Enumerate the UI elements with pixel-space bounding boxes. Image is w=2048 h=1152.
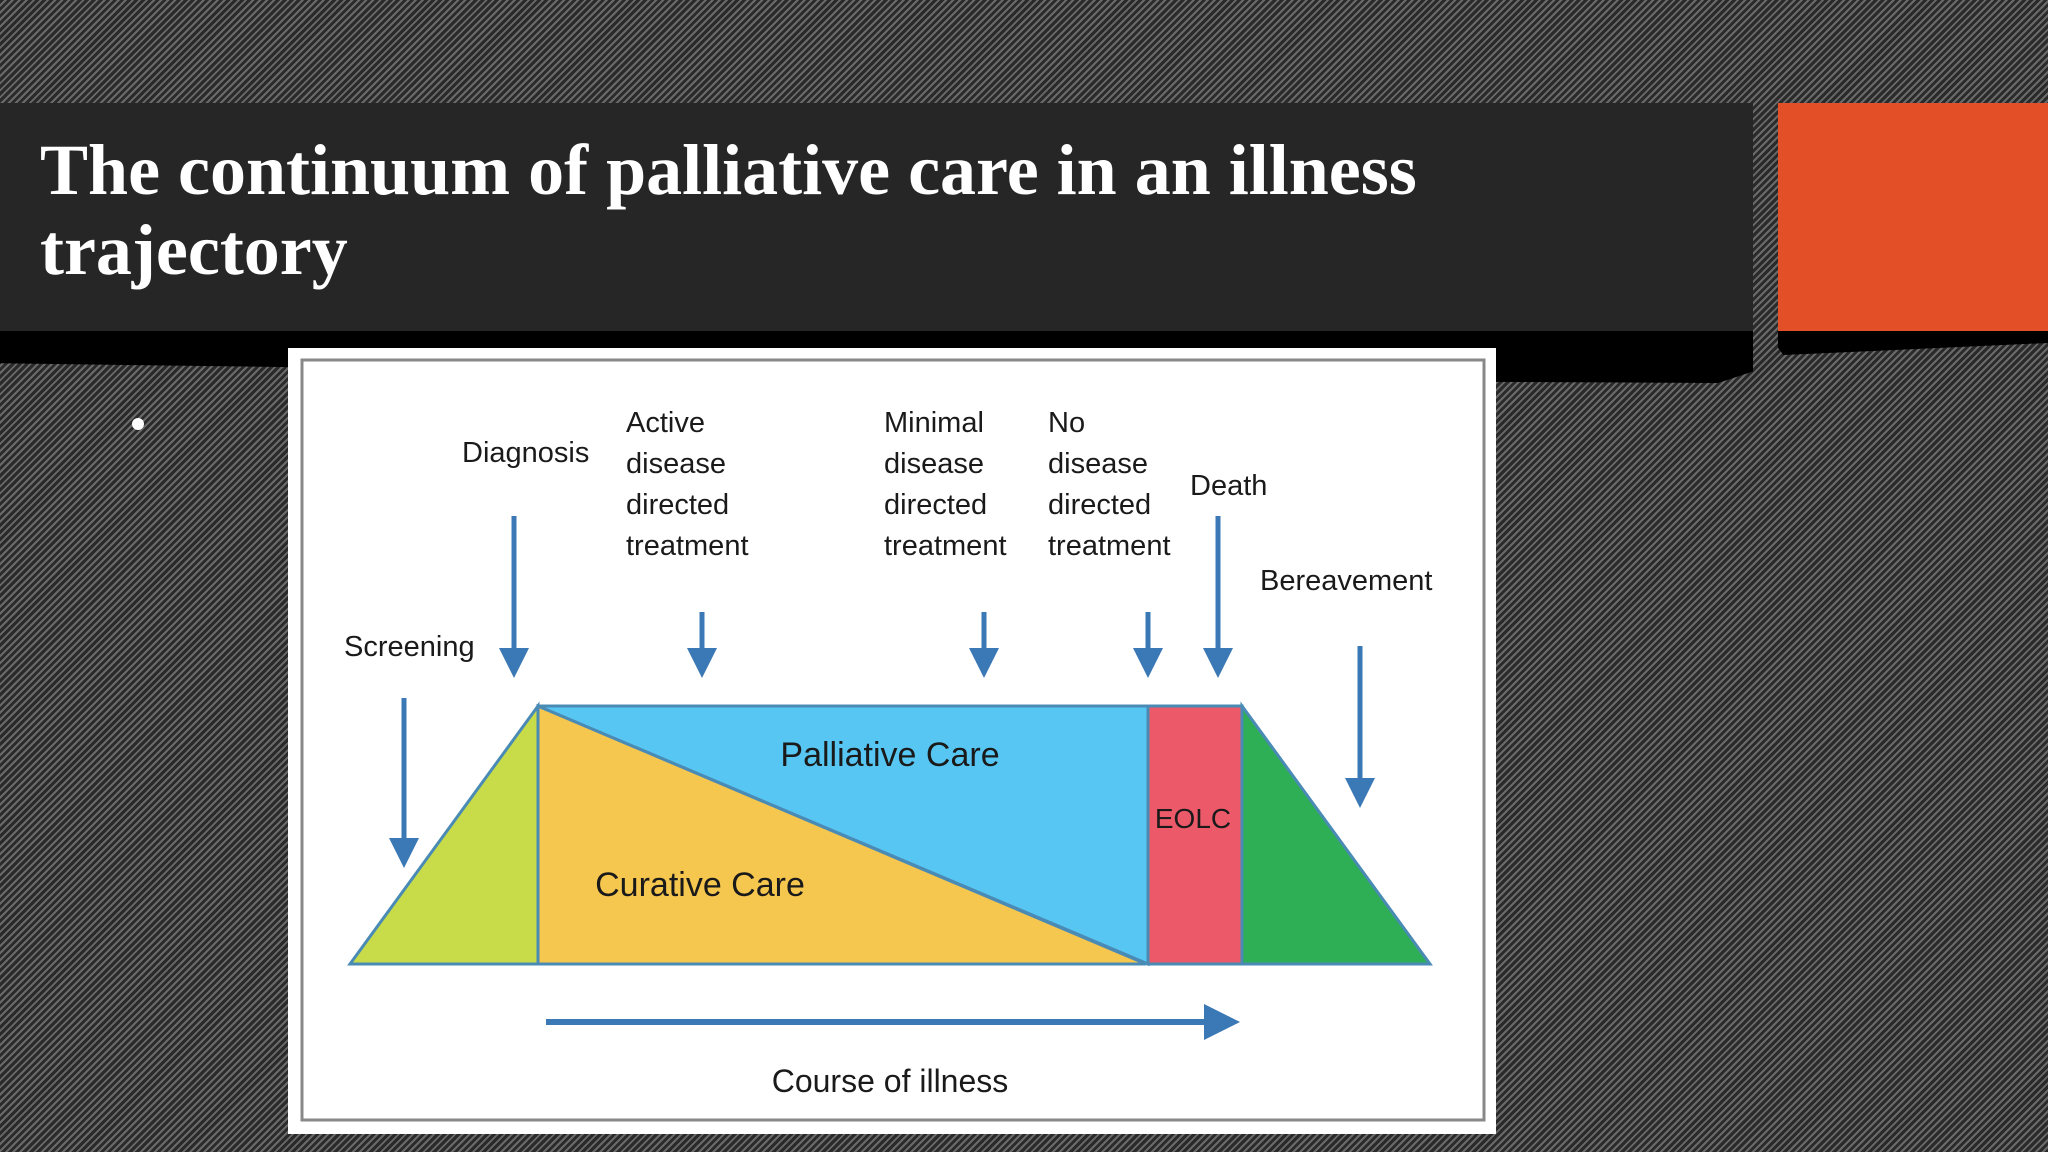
curative-care-label: Curative Care — [595, 866, 805, 904]
minimal-treatment-label-line2: disease — [884, 448, 984, 480]
bullet-dot — [132, 418, 144, 430]
no-treatment-label-line3: directed — [1048, 489, 1151, 521]
active-treatment-label-line2: disease — [626, 448, 726, 480]
accent-block — [1778, 103, 2048, 331]
title-bar — [0, 103, 1753, 331]
eolc-label: EOLC — [1155, 803, 1231, 834]
active-treatment-label-line3: directed — [626, 489, 729, 521]
active-treatment-label-line4: treatment — [626, 530, 749, 562]
bereavement-label: Bereavement — [1260, 565, 1433, 597]
no-treatment-label-line2: disease — [1048, 448, 1148, 480]
minimal-treatment-label-line4: treatment — [884, 530, 1007, 562]
eolc-region — [1146, 704, 1244, 966]
screening-region — [347, 701, 540, 966]
diagram-frame: Palliative Care Curative Care EOLC Cours… — [288, 348, 1496, 1134]
palliative-care-diagram: Palliative Care Curative Care EOLC Cours… — [300, 358, 1486, 1122]
minimal-treatment-label-line3: directed — [884, 489, 987, 521]
bereavement-region — [1240, 701, 1433, 966]
palliative-care-label: Palliative Care — [780, 736, 999, 774]
no-treatment-label-line4: treatment — [1048, 530, 1171, 562]
accent-block-shadow — [1778, 331, 2048, 355]
active-treatment-label-line1: Active — [626, 407, 705, 439]
diagnosis-label: Diagnosis — [462, 437, 589, 469]
course-of-illness-label: Course of illness — [772, 1063, 1009, 1099]
diagram-border — [300, 358, 1486, 1122]
death-label: Death — [1190, 470, 1267, 502]
screening-label: Screening — [344, 631, 475, 663]
no-treatment-label-line1: No — [1048, 407, 1085, 439]
page-title: The continuum of palliative care in an i… — [40, 130, 1417, 290]
minimal-treatment-label-line1: Minimal — [884, 407, 984, 439]
